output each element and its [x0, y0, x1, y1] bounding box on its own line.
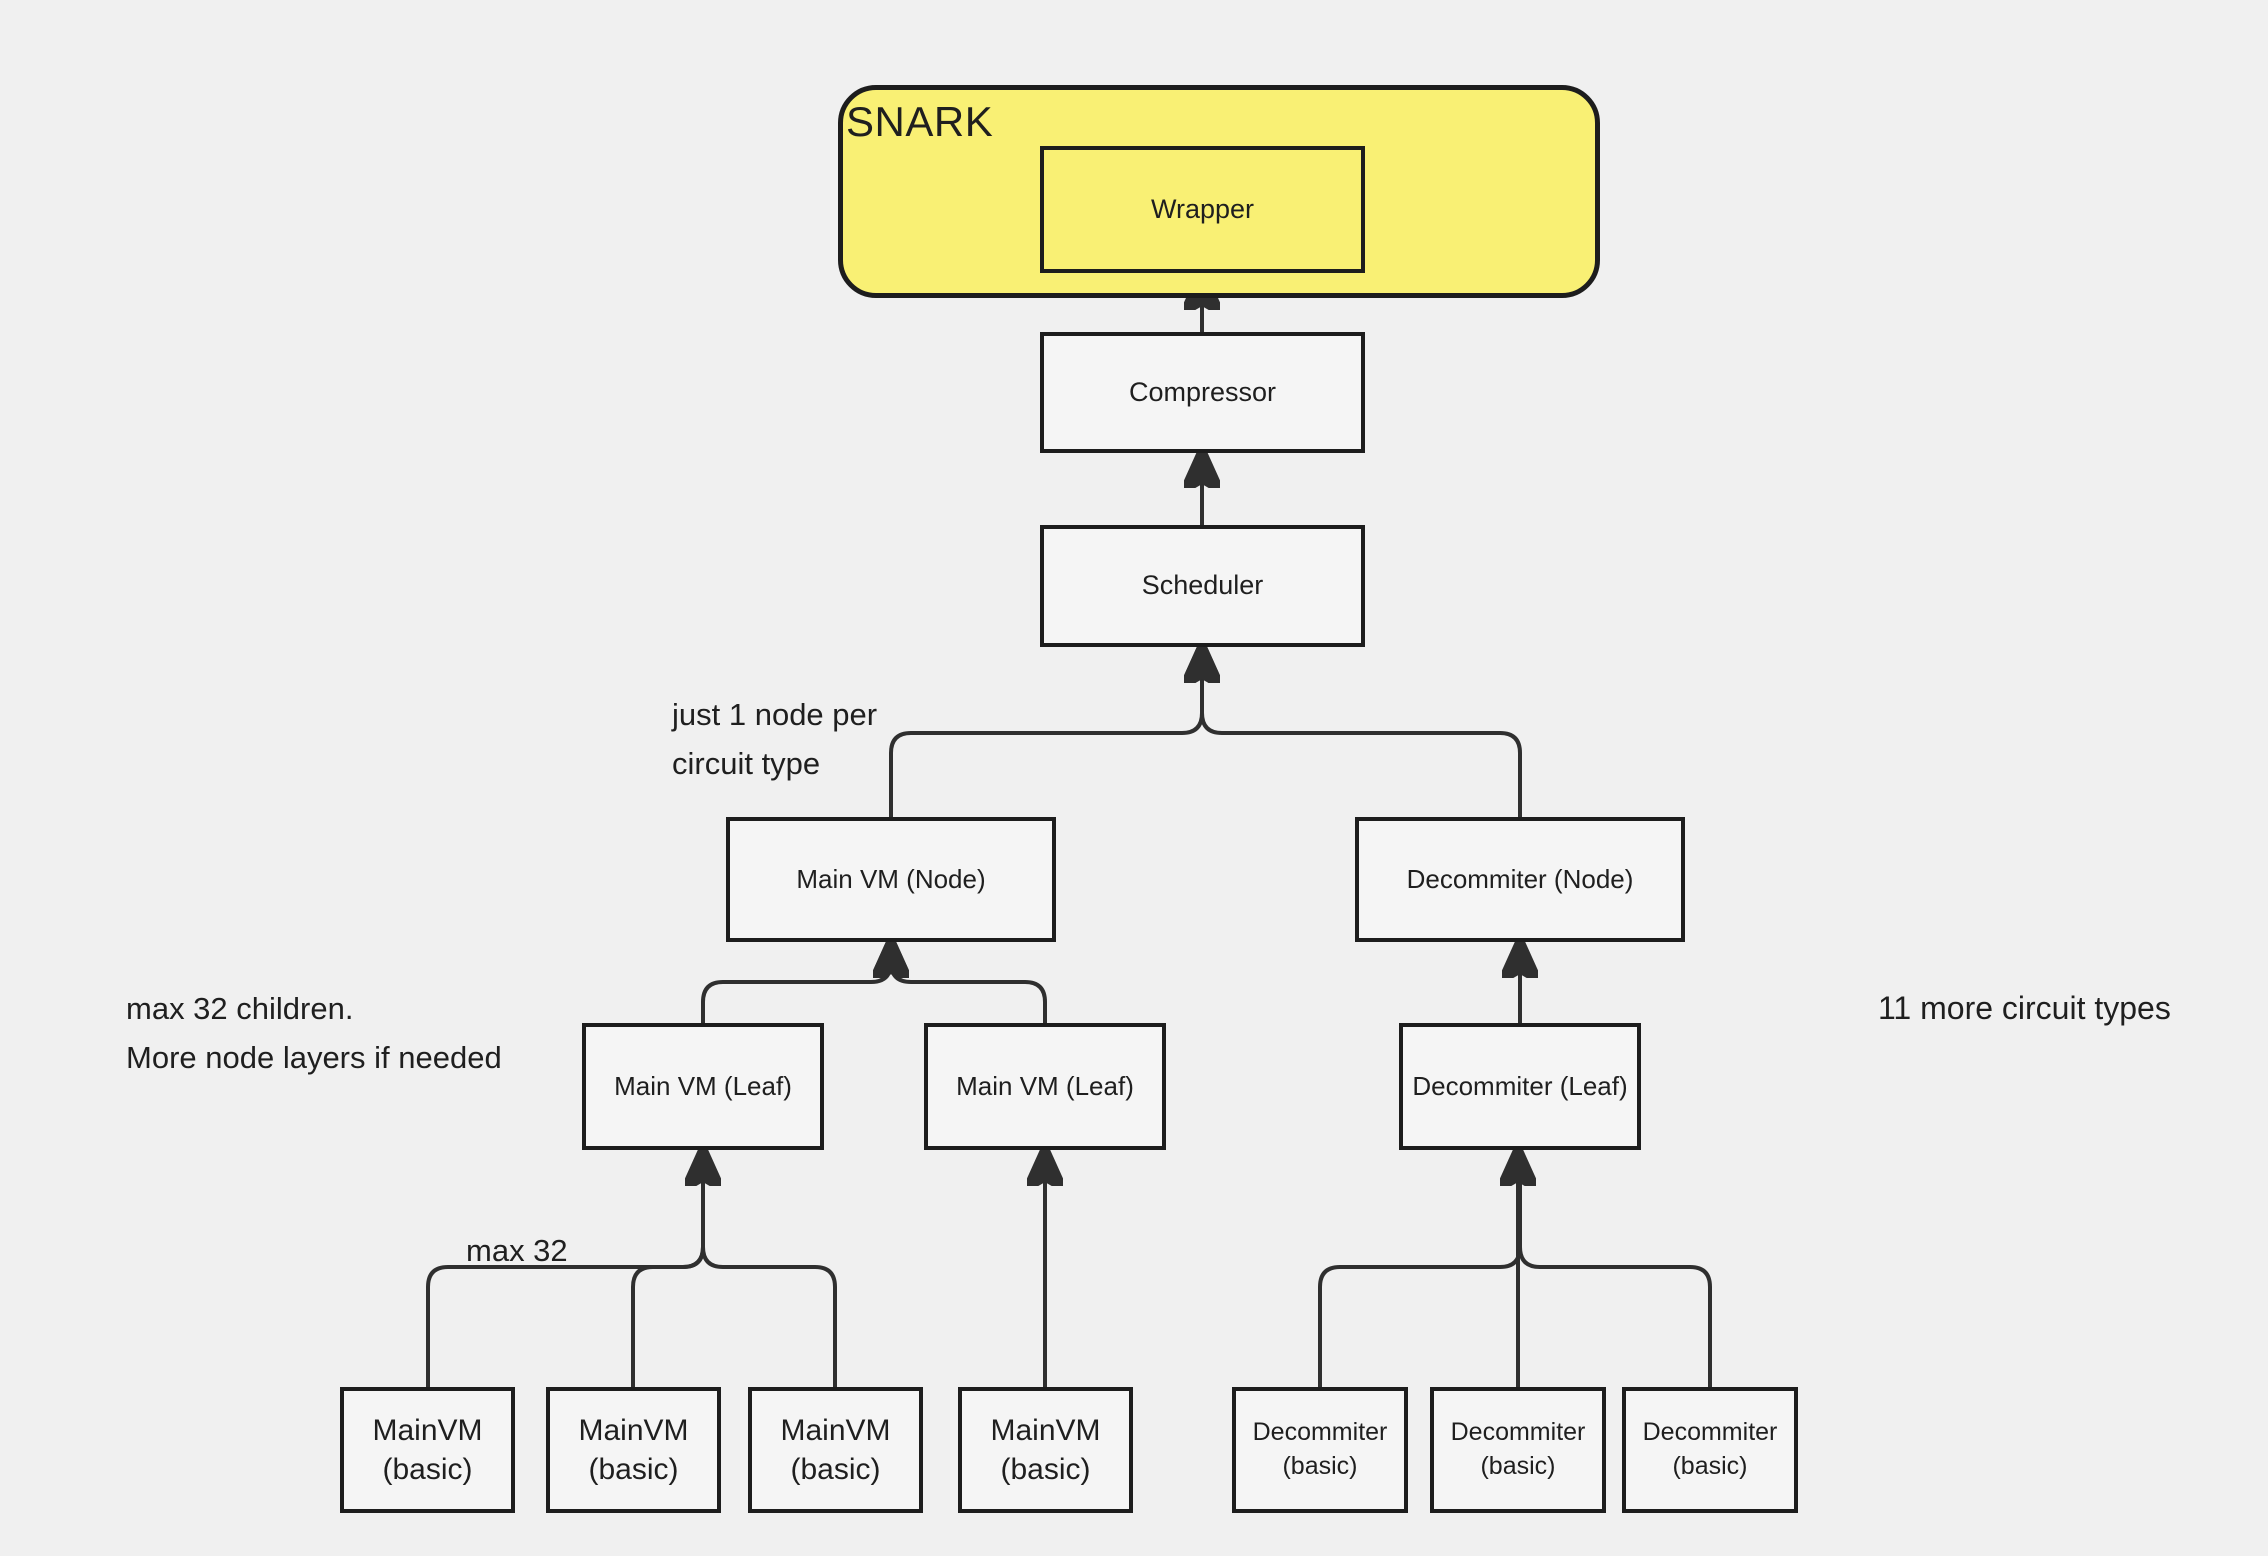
annotation-max-children[interactable]: max 32 children. More node layers if nee… — [126, 984, 502, 1082]
node-decommiter-node-label: Decommiter (Node) — [1406, 864, 1634, 895]
node-decommiter-basic-3-label: Decommiter (basic) — [1642, 1418, 1778, 1480]
node-main-vm-basic-3[interactable]: MainVM (basic) — [748, 1387, 923, 1513]
node-decommiter-basic-2[interactable]: Decommiter (basic) — [1430, 1387, 1606, 1513]
node-compressor-label: Compressor — [1128, 376, 1277, 407]
snark-group-container[interactable] — [838, 85, 1600, 298]
node-scheduler[interactable]: Scheduler — [1040, 525, 1365, 647]
node-main-vm-basic-4[interactable]: MainVM (basic) — [958, 1387, 1133, 1513]
edge-leaf-right-to-mainvm-node[interactable] — [891, 948, 1047, 1023]
node-main-vm-leaf-right[interactable]: Main VM (Leaf) — [924, 1023, 1166, 1150]
annotation-line: just 1 node per — [672, 697, 878, 732]
node-main-vm-basic-4-label: MainVM (basic) — [990, 1414, 1101, 1486]
edge-leaf-left-to-mainvm-node[interactable] — [701, 948, 891, 1023]
edge-dec-basic3-to-leaf[interactable] — [1518, 1156, 1712, 1387]
edge-basic2-to-leaf-left[interactable] — [631, 1156, 705, 1387]
node-main-vm-node-label: Main VM (Node) — [796, 864, 986, 895]
node-decommiter-leaf-label: Decommiter (Leaf) — [1412, 1071, 1628, 1102]
edge-dec-basic1-to-leaf[interactable] — [1318, 1156, 1522, 1387]
node-compressor[interactable]: Compressor — [1040, 332, 1365, 453]
node-main-vm-basic-2[interactable]: MainVM (basic) — [546, 1387, 721, 1513]
annotation-just-one-node[interactable]: just 1 node per circuit type — [672, 690, 877, 788]
edge-decommiter-node-to-scheduler[interactable] — [1202, 653, 1522, 817]
node-main-vm-basic-2-label: MainVM (basic) — [578, 1414, 689, 1486]
node-decommiter-basic-1[interactable]: Decommiter (basic) — [1232, 1387, 1408, 1513]
annotation-max-32[interactable]: max 32 — [466, 1226, 568, 1275]
node-decommiter-basic-2-label: Decommiter (basic) — [1450, 1418, 1586, 1480]
node-main-vm-leaf-left[interactable]: Main VM (Leaf) — [582, 1023, 824, 1150]
edge-mainvm-node-to-scheduler[interactable] — [889, 653, 1202, 817]
node-main-vm-basic-1-label: MainVM (basic) — [372, 1414, 483, 1486]
node-decommiter-node[interactable]: Decommiter (Node) — [1355, 817, 1685, 942]
node-main-vm-basic-3-label: MainVM (basic) — [780, 1414, 891, 1486]
node-main-vm-leaf-left-label: Main VM (Leaf) — [614, 1071, 792, 1102]
node-decommiter-leaf[interactable]: Decommiter (Leaf) — [1399, 1023, 1641, 1150]
snark-group-label[interactable]: SNARK — [846, 98, 994, 145]
node-main-vm-basic-1[interactable]: MainVM (basic) — [340, 1387, 515, 1513]
edge-basic3-to-leaf-left[interactable] — [701, 1156, 837, 1387]
annotation-line: max 32 — [466, 1233, 568, 1268]
annotation-line: More node layers if needed — [126, 1040, 502, 1075]
node-decommiter-basic-1-label: Decommiter (basic) — [1252, 1418, 1388, 1480]
node-scheduler-label: Scheduler — [1141, 570, 1264, 601]
node-decommiter-basic-3[interactable]: Decommiter (basic) — [1622, 1387, 1798, 1513]
annotation-more-circuit-types[interactable]: 11 more circuit types — [1878, 984, 2171, 1033]
annotation-line: 11 more circuit types — [1878, 990, 2171, 1026]
annotation-line: circuit type — [672, 746, 821, 781]
annotation-line: max 32 children. — [126, 991, 354, 1026]
node-main-vm-node[interactable]: Main VM (Node) — [726, 817, 1056, 942]
node-wrapper-label: Wrapper — [1150, 193, 1255, 224]
node-wrapper[interactable]: Wrapper — [1040, 146, 1365, 273]
node-main-vm-leaf-right-label: Main VM (Leaf) — [956, 1071, 1134, 1102]
